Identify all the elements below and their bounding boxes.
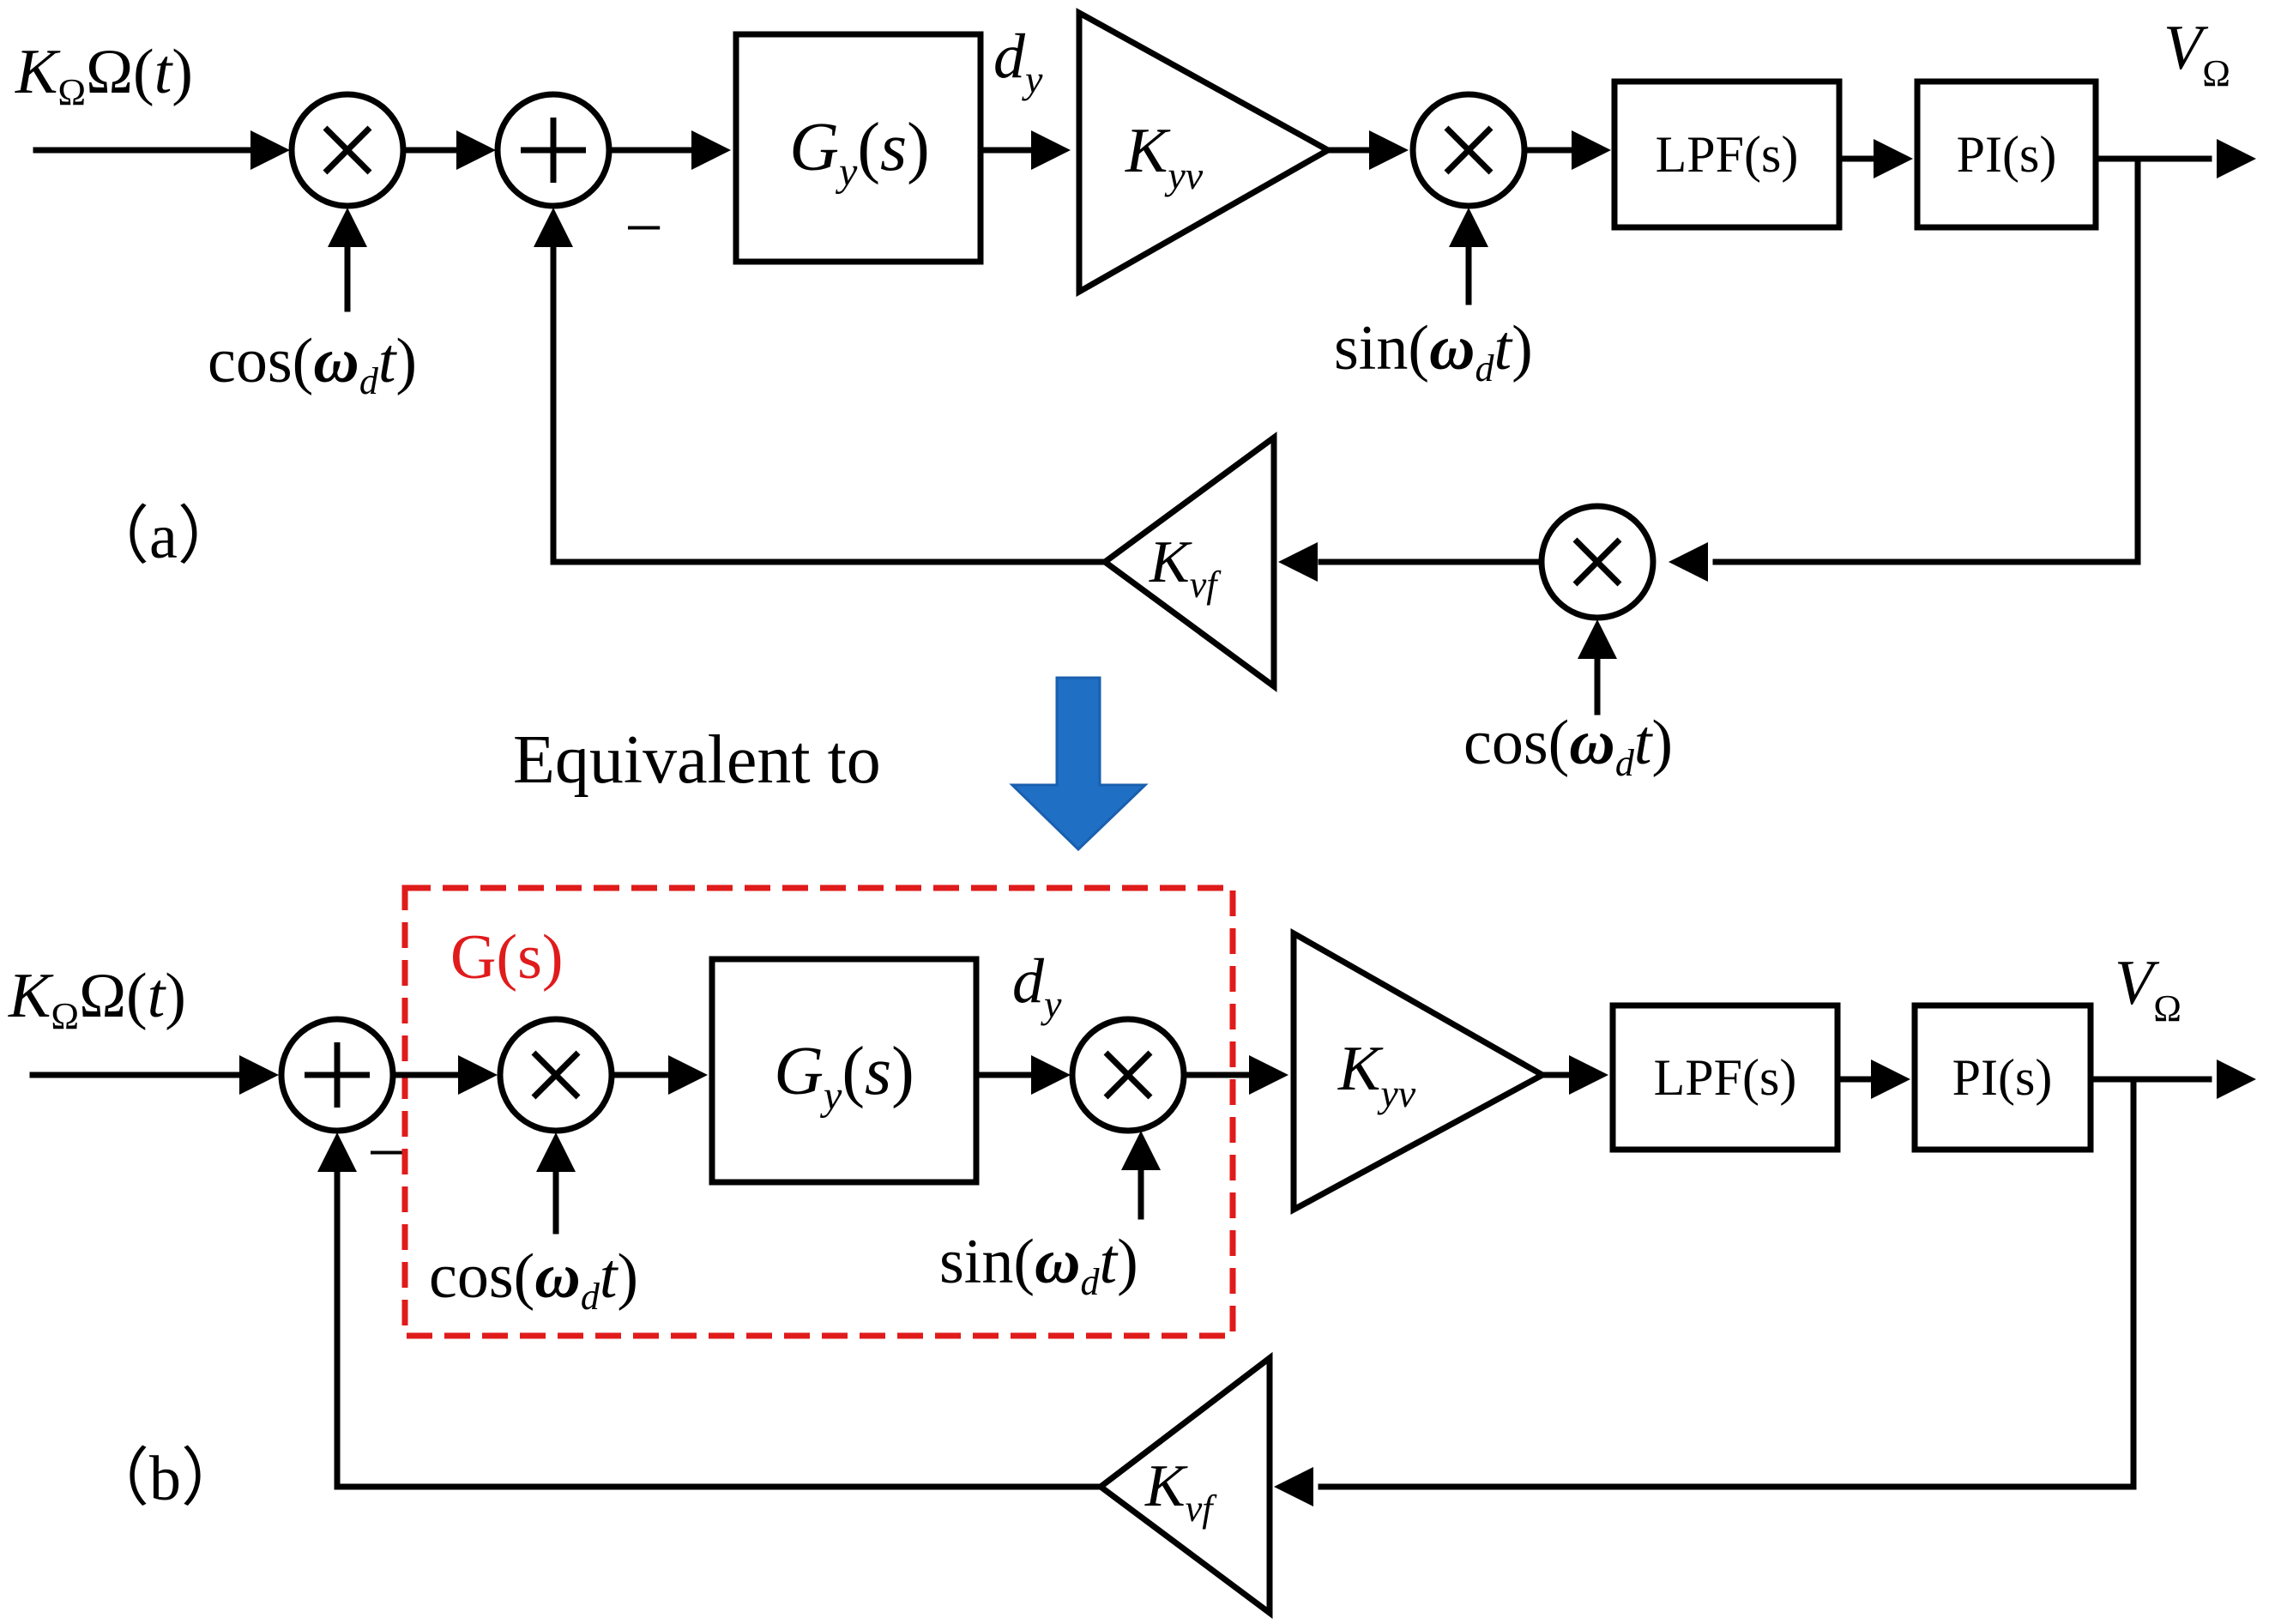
a-output-label: VΩ <box>2163 13 2230 94</box>
b-lpf-label: LPF(s) <box>1654 1049 1797 1106</box>
a-arrow-head <box>328 208 367 247</box>
a-input-label: KΩΩ(t) <box>15 37 193 113</box>
b-kvf-label: Kvf <box>1144 1453 1217 1530</box>
equivalent-label: Equivalent to <box>513 722 881 798</box>
b-mult2-ref-label: sin(ωdt) <box>939 1227 1138 1303</box>
b-arrow-head <box>2217 1060 2256 1099</box>
a-pi-label: PI(s) <box>1957 126 2057 183</box>
b-dy-label: dy <box>1012 946 1062 1026</box>
a-lpf-block <box>1611 78 1843 231</box>
b-minus-sign: − <box>367 1115 406 1191</box>
b-summing-junction <box>278 1016 396 1134</box>
equivalent-down-arrow-icon <box>1009 676 1149 852</box>
a-lpf-label: LPF(s) <box>1656 126 1799 183</box>
panel-a: KΩΩ(t) cos(ωdt) − Gy(s) d <box>15 8 2256 784</box>
a-multiplier-2 <box>1409 91 1528 209</box>
b-arrow-head <box>1871 1060 1910 1099</box>
b-pi-block <box>1911 1002 2094 1153</box>
a-mult1-ref-label: cos(ωdt) <box>208 326 417 402</box>
b-kvf-gain <box>1095 1351 1273 1619</box>
a-arrow-head <box>1578 619 1617 659</box>
b-kyv-gain <box>1290 927 1549 1215</box>
b-arrow-head <box>239 1055 279 1095</box>
b-arrow-head <box>1274 1467 1313 1506</box>
a-feedback-return-line <box>550 245 1108 565</box>
a-pi-block <box>1914 78 2099 231</box>
a-mult2-ref-label: sin(ωdt) <box>1334 313 1533 389</box>
a-arrow-head <box>1572 130 1611 170</box>
b-feedback-line <box>1318 1076 2137 1490</box>
a-multiplier-1 <box>288 91 407 209</box>
a-dy-label: dy <box>993 21 1043 101</box>
b-arrow-head <box>1031 1055 1071 1095</box>
a-kyv-gain <box>1076 8 1335 298</box>
b-mult1-ref-label: cos(ωdt) <box>429 1241 638 1318</box>
b-arrow-head <box>1249 1055 1288 1095</box>
panel-b: KΩΩ(t) − G(s) cos(ωdt) Gy(s) <box>8 884 2256 1619</box>
b-panel-label: （b） <box>86 1444 244 1514</box>
equivalent-section: Equivalent to <box>513 676 1149 852</box>
a-arrow-head <box>250 130 290 170</box>
b-multiplier-1 <box>497 1016 615 1134</box>
a-fb-ref-label: cos(ωdt) <box>1463 708 1673 784</box>
b-g-box-label: G(s) <box>450 922 564 993</box>
a-minus-sign: − <box>625 190 663 266</box>
b-multiplier-2 <box>1069 1016 1187 1134</box>
b-arrow-head <box>317 1132 357 1172</box>
b-arrow-head <box>458 1055 498 1095</box>
b-input-label: KΩΩ(t) <box>8 961 186 1037</box>
b-arrow-head <box>1121 1131 1161 1170</box>
b-arrow-head <box>668 1055 708 1095</box>
b-arrow-head <box>1569 1055 1608 1095</box>
a-arrow-head <box>691 130 731 170</box>
b-gy-label: Gy(s) <box>774 1034 914 1119</box>
a-arrow-head <box>1278 542 1318 582</box>
a-kyv-label: Kyv <box>1125 116 1204 197</box>
a-arrow-head <box>1874 139 1913 178</box>
a-arrow-head <box>534 208 573 247</box>
a-feedback-multiplier <box>1538 503 1656 621</box>
a-panel-label: （a） <box>86 502 241 572</box>
a-kvf-gain <box>1100 432 1277 692</box>
a-summing-junction <box>494 91 612 209</box>
b-output-label: VΩ <box>2115 948 2181 1029</box>
a-arrow-head <box>1369 130 1409 170</box>
b-kyv-label: Kyv <box>1337 1034 1416 1115</box>
a-gy-label: Gy(s) <box>789 110 930 195</box>
b-arrow-head <box>536 1132 576 1172</box>
a-kvf-label: Kvf <box>1149 529 1222 606</box>
a-arrow-head <box>1669 542 1708 582</box>
a-feedback-line <box>1712 155 2141 565</box>
b-g-box <box>401 884 1236 1339</box>
b-gy-block <box>709 956 980 1186</box>
a-arrow-head <box>1449 208 1488 247</box>
a-arrow-head <box>456 130 496 170</box>
a-arrow-head <box>2217 139 2256 178</box>
b-lpf-block <box>1609 1002 1841 1153</box>
a-arrow-head <box>1031 130 1071 170</box>
b-feedback-return-line <box>334 1170 1104 1490</box>
b-pi-label: PI(s) <box>1952 1049 2053 1106</box>
